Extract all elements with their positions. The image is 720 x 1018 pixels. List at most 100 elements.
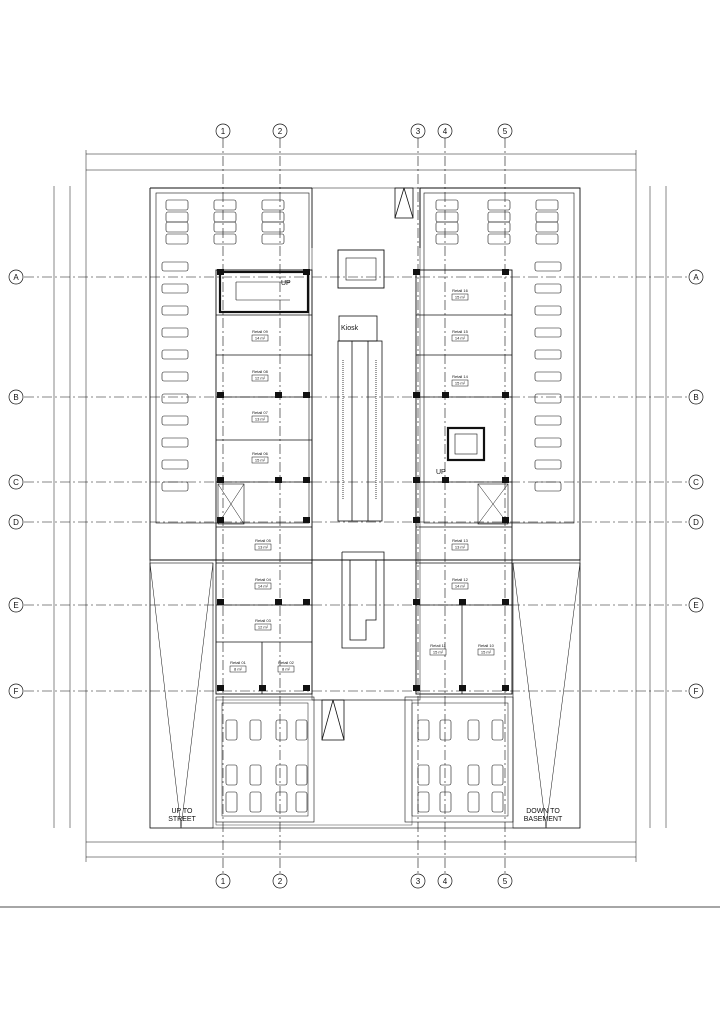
parked-car bbox=[491, 719, 504, 741]
stair-up-label-left: UP bbox=[281, 280, 291, 287]
structural-column bbox=[303, 392, 310, 398]
retail-unit-area: 8 m² bbox=[282, 667, 291, 672]
grid-label-col: 4 bbox=[443, 127, 448, 136]
parked-car bbox=[213, 221, 237, 233]
structural-column bbox=[217, 517, 224, 523]
retail-unit-area: 15 m² bbox=[255, 458, 266, 463]
parked-car bbox=[165, 233, 189, 245]
grid-label-row: D bbox=[13, 518, 19, 527]
grid-bubble bbox=[215, 873, 231, 889]
area-tag bbox=[451, 334, 469, 342]
grid-bubble bbox=[8, 474, 24, 490]
parked-car bbox=[487, 221, 511, 233]
parked-car bbox=[161, 371, 189, 382]
area-tag bbox=[251, 334, 269, 342]
retail-unit-area: 15 m² bbox=[455, 381, 466, 386]
retail-unit-area: 15 m² bbox=[455, 295, 466, 300]
retail-unit-area: 14 m² bbox=[255, 336, 266, 341]
grid-label-row: E bbox=[13, 601, 18, 610]
parked-car bbox=[161, 415, 189, 426]
grid-label-row: C bbox=[693, 478, 699, 487]
parked-car bbox=[534, 371, 562, 382]
grid-bubble bbox=[272, 873, 288, 889]
parked-car bbox=[439, 791, 452, 813]
parked-car bbox=[213, 211, 237, 223]
area-tag bbox=[477, 648, 495, 656]
parked-car bbox=[534, 481, 562, 492]
grid-bubble bbox=[272, 123, 288, 139]
parked-car bbox=[161, 393, 189, 404]
parked-car bbox=[487, 199, 511, 211]
grid-label-col: 1 bbox=[221, 877, 226, 886]
structural-column bbox=[275, 477, 282, 483]
ramp-up-label-line1: UP TO bbox=[171, 808, 193, 815]
structural-column bbox=[259, 685, 266, 691]
parked-car bbox=[535, 221, 559, 233]
grid-bubble bbox=[437, 123, 453, 139]
structural-column bbox=[217, 599, 224, 605]
parked-car bbox=[161, 349, 189, 360]
structural-column bbox=[413, 599, 420, 605]
grid-label-row: B bbox=[693, 393, 698, 402]
grid-label-col: 3 bbox=[416, 877, 421, 886]
parked-car bbox=[534, 349, 562, 360]
ramp-up-label-line2: STREET bbox=[168, 816, 196, 823]
parked-car bbox=[275, 764, 288, 786]
parked-car bbox=[439, 719, 452, 741]
parked-car bbox=[275, 719, 288, 741]
grid-label-col: 3 bbox=[416, 127, 421, 136]
structural-column bbox=[303, 517, 310, 523]
parked-car bbox=[467, 719, 480, 741]
parked-car bbox=[534, 327, 562, 338]
grid-label-row: D bbox=[693, 518, 699, 527]
retail-unit-name: Retail 09 bbox=[252, 329, 269, 334]
grid-label-col: 2 bbox=[278, 127, 283, 136]
retail-unit-name: Retail 05 bbox=[255, 538, 272, 543]
parked-car bbox=[534, 415, 562, 426]
retail-unit-name: Retail 12 bbox=[452, 577, 469, 582]
retail-unit-name: Retail 11 bbox=[430, 643, 446, 648]
grid-bubble bbox=[8, 389, 24, 405]
grid-bubble bbox=[497, 873, 513, 889]
area-tag bbox=[451, 582, 469, 590]
structural-column bbox=[442, 392, 449, 398]
structural-column bbox=[413, 685, 420, 691]
parked-car bbox=[534, 437, 562, 448]
retail-unit-area: 12 m² bbox=[258, 625, 269, 630]
parked-car bbox=[534, 261, 562, 272]
structural-column bbox=[217, 392, 224, 398]
parked-car bbox=[161, 261, 189, 272]
structural-column bbox=[502, 477, 509, 483]
grid-label-row: E bbox=[693, 601, 698, 610]
retail-unit-area: 12 m² bbox=[255, 376, 266, 381]
parked-car bbox=[261, 221, 285, 233]
grid-bubble bbox=[215, 123, 231, 139]
structural-column bbox=[217, 477, 224, 483]
parked-car bbox=[225, 791, 238, 813]
structural-column bbox=[502, 269, 509, 275]
structural-column bbox=[502, 392, 509, 398]
retail-unit-name: Retail 08 bbox=[252, 369, 269, 374]
parked-car bbox=[161, 305, 189, 316]
retail-unit-name: Retail 03 bbox=[255, 618, 272, 623]
parked-car bbox=[213, 199, 237, 211]
area-tag bbox=[451, 543, 469, 551]
retail-unit-area: 8 m² bbox=[234, 667, 243, 672]
retail-unit-name: Retail 07 bbox=[252, 410, 269, 415]
retail-unit-name: Retail 04 bbox=[255, 577, 272, 582]
parked-car bbox=[435, 233, 459, 245]
retail-unit-name: Retail 15 bbox=[452, 329, 469, 334]
area-tag bbox=[451, 293, 469, 301]
parked-car bbox=[161, 283, 189, 294]
area-tag bbox=[254, 623, 272, 631]
structural-column bbox=[275, 392, 282, 398]
retail-unit-name: Retail 01 bbox=[230, 660, 247, 665]
grid-bubble bbox=[410, 123, 426, 139]
parked-car bbox=[535, 199, 559, 211]
kiosk-label: Kiosk bbox=[341, 325, 359, 332]
structural-column bbox=[217, 685, 224, 691]
retail-unit-name: Retail 13 bbox=[452, 538, 469, 543]
parked-car bbox=[435, 211, 459, 223]
retail-unit-area: 15 m² bbox=[481, 650, 492, 655]
